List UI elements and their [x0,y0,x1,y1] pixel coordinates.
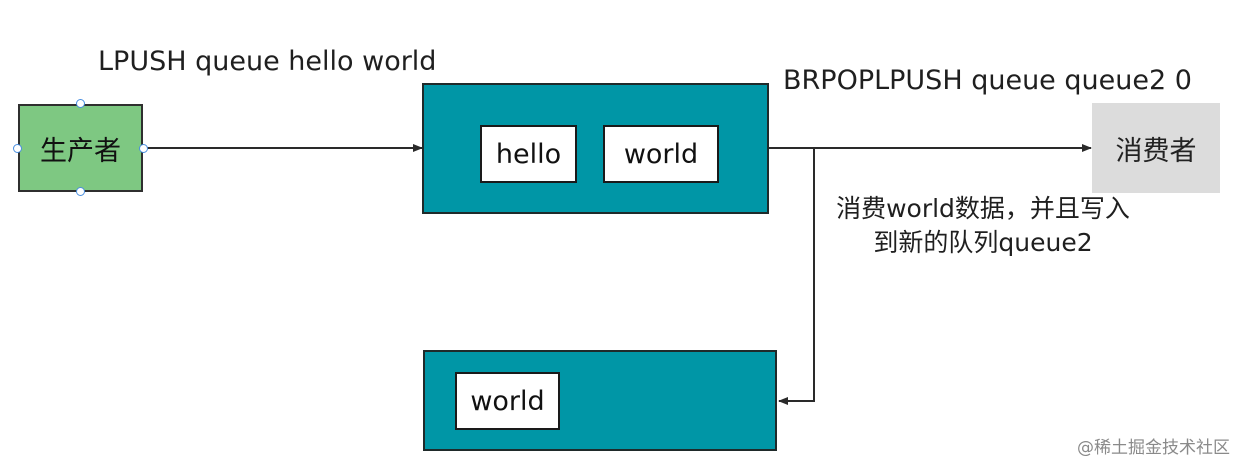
watermark-text: @稀土掘金技术社区 [1077,438,1230,458]
selection-handle-bottom [76,187,85,196]
selection-handle-right [139,144,148,153]
queue2-item-world: world [455,372,560,430]
brpoplpush-command-label: BRPOPLPUSH queue queue2 0 [783,65,1192,96]
selection-handle-left [13,144,22,153]
queue-to-queue2-arrow [778,148,815,405]
producer-node: 生产者 [18,104,143,192]
lpush-command-label: LPUSH queue hello world [98,46,437,77]
annotation-text: 消费world数据，并且写入 到新的队列queue2 [812,192,1154,260]
queue-item-world: world [603,125,719,183]
producer-label: 生产者 [40,135,121,167]
queue-box: hello world [422,83,769,214]
queue2-box: world [423,350,777,451]
consumer-node: 消费者 [1092,103,1220,193]
annotation-line-2: 到新的队列queue2 [873,228,1093,257]
queue-item-hello: hello [480,125,577,183]
selection-handle-top [76,99,85,108]
annotation-line-1: 消费world数据，并且写入 [836,194,1130,223]
consumer-label: 消费者 [1115,135,1197,167]
